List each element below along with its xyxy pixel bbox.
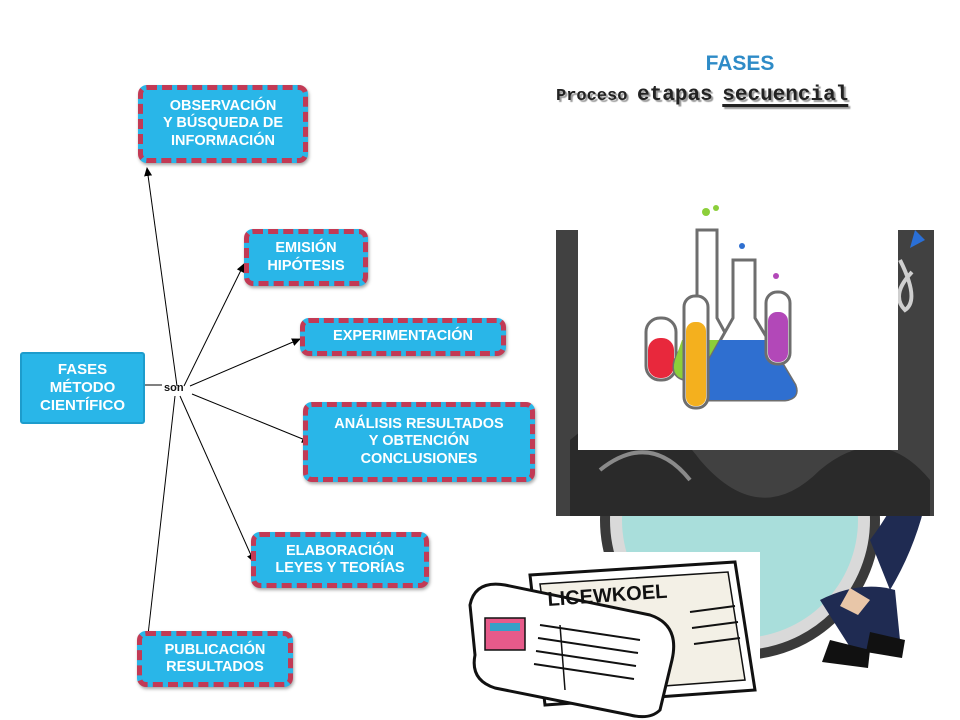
node-hipotesis: EMISIÓN HIPÓTESIS [244, 229, 368, 286]
slide-title: FASES [705, 52, 775, 75]
slide-subtitle: Proceso etapas secuencial [556, 84, 848, 107]
link-label-son: son [164, 382, 184, 394]
subtitle-word-proceso: Proceso [556, 87, 628, 106]
connector-publicacion [147, 395, 176, 636]
node-publicacion: PUBLICACIÓN RESULTADOS [137, 631, 293, 687]
connector-elaboracion [179, 395, 255, 563]
connector-experimentacion [189, 338, 301, 387]
connector-observacion [144, 167, 178, 387]
node-analisis: ANÁLISIS RESULTADOS Y OBTENCIÓN CONCLUSI… [303, 402, 535, 482]
lab-flasks-image [578, 200, 898, 450]
subtitle-word-etapas: etapas [637, 84, 713, 107]
newspaper-stack-image: LICEWKOEL [456, 552, 760, 720]
node-experimentacion: EXPERIMENTACIÓN [300, 318, 506, 356]
node-elaboracion: ELABORACIÓN LEYES Y TEORÍAS [251, 532, 429, 588]
connector-analisis [191, 393, 311, 443]
subtitle-word-secuencial: secuencial [722, 84, 849, 107]
node-root: FASES MÉTODO CIENTÍFICO [20, 352, 145, 424]
connector-hipotesis [183, 263, 245, 387]
node-observacion: OBSERVACIÓN Y BÚSQUEDA DE INFORMACIÓN [138, 85, 308, 163]
